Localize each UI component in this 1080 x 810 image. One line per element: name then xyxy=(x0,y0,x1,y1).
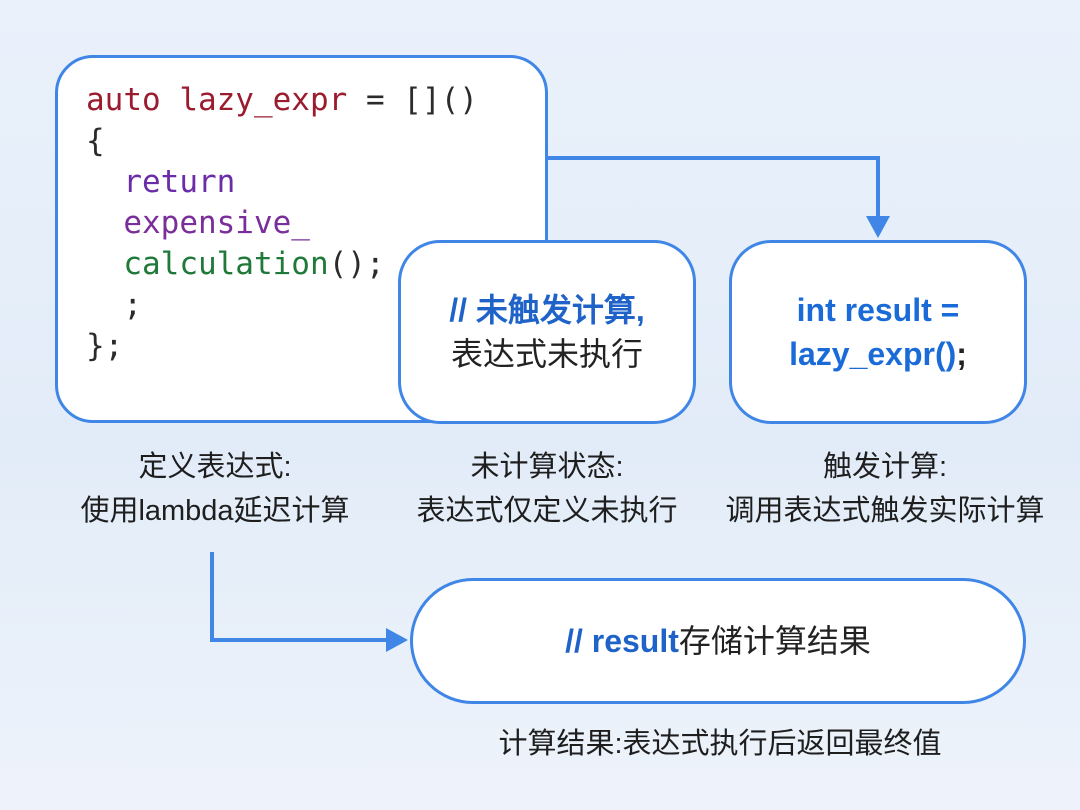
code-line2: { xyxy=(86,123,105,159)
trigger-box: int result = lazy_expr(); xyxy=(729,240,1027,424)
caption-result: 计算结果:表达式执行后返回最终值 xyxy=(498,728,942,760)
code-line5-rest: (); xyxy=(328,246,385,282)
arrow-head-right xyxy=(386,628,408,652)
code-line3: return xyxy=(86,164,236,200)
pending-comment: // 未触发计算, xyxy=(449,292,645,328)
pending-state-box: // 未触发计算, 表达式未执行 xyxy=(398,240,696,424)
code-line1-keyword: auto lazy_expr xyxy=(86,82,348,118)
caption-trigger-desc: 调用表达式触发实际计算 xyxy=(725,495,1045,527)
caption-pending-desc: 表达式仅定义未执行 xyxy=(416,495,678,527)
trigger-line1: int result = xyxy=(796,292,960,328)
result-line: // result存储计算结果 xyxy=(565,619,871,663)
caption-trigger-title: 触发计算: xyxy=(822,451,948,483)
result-text: 存储计算结果 xyxy=(678,623,871,659)
result-comment: // result xyxy=(565,623,679,659)
arrow-code-to-trigger xyxy=(548,156,880,222)
code-snippet: auto lazy_expr = []() { return expensive… xyxy=(86,80,478,367)
caption-define-desc: 使用lambda延迟计算 xyxy=(80,495,350,527)
caption-pending-title: 未计算状态: xyxy=(470,451,624,483)
result-box: // result存储计算结果 xyxy=(410,578,1026,704)
code-box: auto lazy_expr = []() { return expensive… xyxy=(55,55,548,423)
caption-trigger: 触发计算: 调用表达式触发实际计算 xyxy=(700,445,1070,533)
arrow-head-down xyxy=(866,216,890,238)
code-line5-function: calculation xyxy=(86,246,329,282)
pending-line1: // 未触发计算, xyxy=(449,288,645,332)
code-line6: ; xyxy=(86,287,142,323)
pending-line2: 表达式未执行 xyxy=(450,336,643,372)
code-line1-rest: = []() xyxy=(347,82,478,118)
trigger-line2: lazy_expr(); xyxy=(789,332,967,376)
code-line7: }; xyxy=(86,328,124,364)
trigger-semicolon: ; xyxy=(956,336,967,372)
caption-define: 定义表达式: 使用lambda延迟计算 xyxy=(40,445,390,533)
arrow-define-to-result xyxy=(210,552,392,642)
caption-pending: 未计算状态: 表达式仅定义未执行 xyxy=(392,445,702,533)
trigger-call: lazy_expr() xyxy=(789,336,957,372)
code-line4: expensive_ xyxy=(86,205,310,241)
caption-define-title: 定义表达式: xyxy=(138,451,292,483)
